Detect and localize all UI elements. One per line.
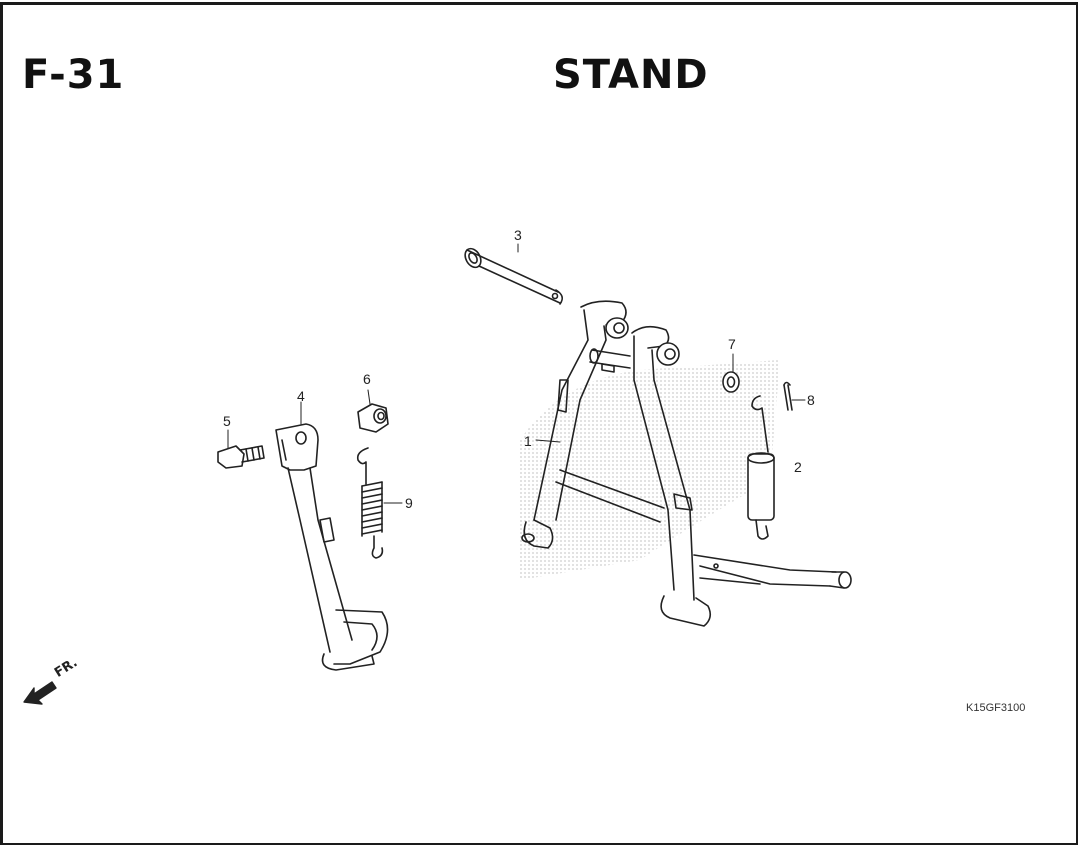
callout-1: 1 bbox=[524, 433, 532, 449]
front-arrow-icon bbox=[23, 681, 57, 705]
part-6-nut bbox=[357, 403, 389, 433]
part-7-washer bbox=[722, 371, 740, 393]
page-code: F-31 bbox=[22, 52, 125, 98]
callout-2: 2 bbox=[794, 459, 802, 475]
callout-8: 8 bbox=[807, 392, 815, 408]
callout-3: 3 bbox=[514, 227, 522, 243]
part-1-main-stand bbox=[521, 300, 852, 627]
page-title: STAND bbox=[553, 52, 709, 98]
watermark bbox=[520, 360, 780, 580]
leader-lines bbox=[227, 243, 806, 504]
part-2-main-stand-spring bbox=[747, 395, 775, 540]
part-9-side-stand-spring bbox=[356, 447, 384, 559]
part-5-bolt bbox=[217, 445, 265, 469]
callout-5: 5 bbox=[223, 413, 231, 429]
callout-4: 4 bbox=[297, 388, 305, 404]
reference-code: K15GF3100 bbox=[966, 702, 1026, 714]
part-4-side-stand bbox=[275, 423, 389, 671]
callout-6: 6 bbox=[363, 371, 371, 387]
callout-9: 9 bbox=[405, 495, 413, 511]
part-8-cotter-pin bbox=[783, 381, 793, 411]
part-3-pivot-pipe bbox=[464, 247, 564, 305]
callout-7: 7 bbox=[728, 336, 736, 352]
